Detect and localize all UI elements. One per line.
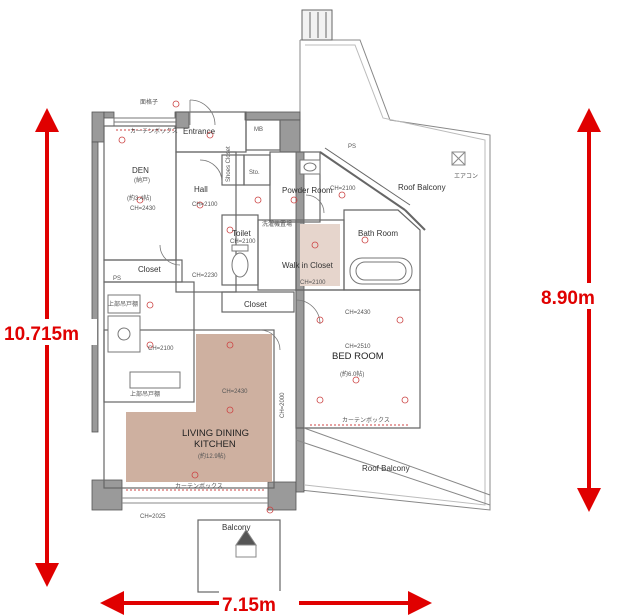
label-hall: Hall: [194, 185, 208, 194]
label-ldk-ch-side: CH=2000: [280, 392, 286, 418]
label-toilet: Toilet: [232, 229, 251, 238]
label-bedroom-ch-top: CH=2430: [345, 310, 371, 316]
label-closet-left: Closet: [138, 265, 161, 274]
label-ps: PS: [348, 144, 356, 150]
label-powder-ch: CH=2100: [330, 186, 356, 192]
label-aircon: エアコン: [454, 173, 478, 180]
exterior-walls: [91, 111, 305, 511]
label-balcony: Balcony: [222, 523, 250, 532]
label-ldk-ch: CH=2430: [222, 389, 248, 395]
label-storage: Sto.: [249, 170, 260, 176]
label-wic-ch: CH=2100: [300, 280, 326, 286]
label-ldk-1: LIVING DINING: [182, 428, 249, 439]
stair-block: [301, 9, 333, 41]
dim-height-left: 10.715m: [4, 324, 79, 345]
label-bedroom-ch: CH=2510: [345, 344, 371, 350]
curtain-boxes: [116, 129, 410, 491]
doors: [159, 99, 325, 351]
washbasin: [299, 159, 321, 175]
den-window: [113, 117, 177, 127]
label-roof-balcony-bottom: Roof Balcony: [362, 464, 410, 473]
label-roof-balcony-top: Roof Balcony: [398, 183, 446, 192]
room-labels: 面格子 カーテンボックス DEN (納戸) (約3.4帖) CH=2430 En…: [108, 98, 478, 532]
label-bedroom: BED ROOM: [332, 351, 384, 362]
label-toilet-ch: CH=2100: [230, 239, 256, 245]
label-window: 面格子: [140, 98, 158, 106]
label-den: DEN: [132, 166, 149, 175]
label-shoes: Shoes Closet: [226, 146, 232, 182]
bathtub: [349, 257, 413, 285]
label-ldk-2: KITCHEN: [194, 439, 236, 450]
label-entrance: Entrance: [183, 127, 216, 136]
balcony-details: [122, 151, 491, 558]
label-ch-bottom: CH=2025: [140, 514, 166, 520]
label-curtain-ldk: カーテンボックス: [175, 482, 223, 490]
label-den-size: (約3.4帖): [127, 194, 151, 202]
toilet-fixture: [231, 244, 249, 278]
label-wic: Walk in Closet: [282, 261, 334, 270]
room-outlines: [103, 111, 426, 593]
label-washer: 洗濯機置場: [262, 220, 292, 228]
label-closet-mid: Closet: [244, 300, 267, 309]
wic-floor: [300, 224, 340, 286]
label-mb: MB: [254, 127, 263, 133]
label-bedroom-size: (約6.0帖): [340, 370, 364, 378]
label-curtain-bed: カーテンボックス: [342, 416, 390, 424]
dim-height-right: 8.90m: [541, 288, 595, 309]
label-den-ch: CH=2430: [130, 206, 156, 212]
ldk-floor: [126, 334, 272, 482]
label-shelf-2: 上部吊戸棚: [130, 390, 160, 398]
label-kitchen-ch: CH=2100: [148, 346, 174, 352]
kitchen-counter: [107, 294, 181, 389]
label-ldk-size: (約12.9帖): [198, 452, 226, 460]
label-powder: Powder Room: [282, 186, 333, 195]
label-curtain-top: カーテンボックス: [130, 127, 178, 135]
label-shelf: 上部吊戸棚: [108, 300, 138, 308]
label-den-sub: (納戸): [134, 176, 150, 184]
outlets: [118, 100, 409, 514]
label-bath: Bath Room: [358, 229, 398, 238]
dimension-labels: 10.715m 8.90m 7.15m: [2, 283, 629, 616]
label-hall-ch: CH=2100: [192, 202, 218, 208]
label-ps-left: PS: [113, 276, 121, 282]
label-ch2230: CH=2230: [192, 273, 218, 279]
dim-width-bottom: 7.15m: [222, 595, 276, 616]
